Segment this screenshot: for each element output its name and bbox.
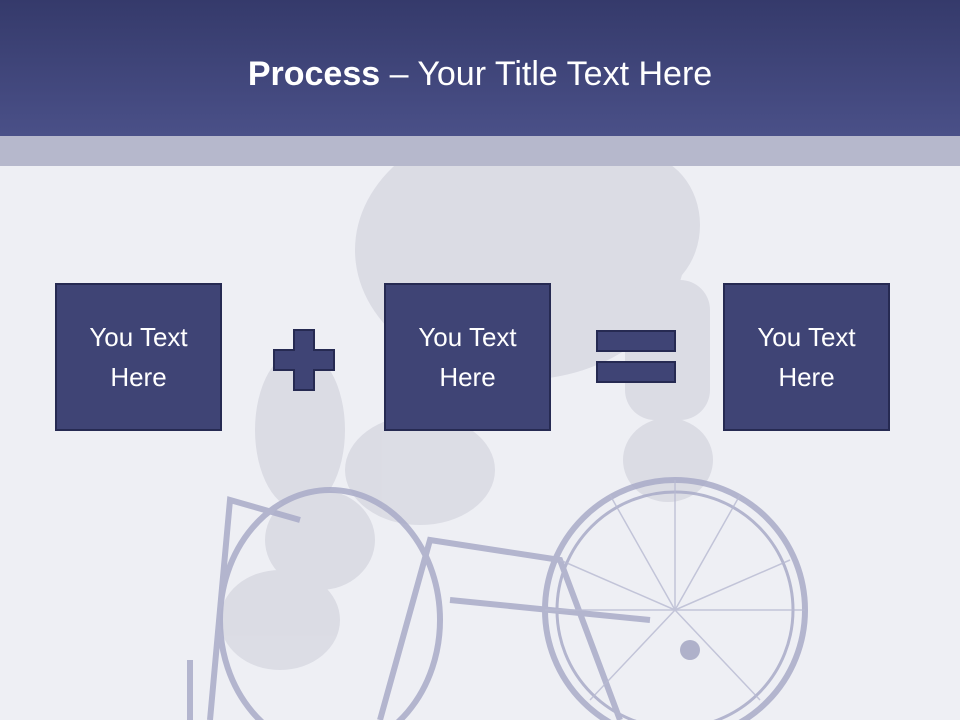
process-box-1: You Text Here (55, 283, 222, 431)
slide-title: Process – Your Title Text Here (0, 52, 960, 96)
process-box-2: You Text Here (384, 283, 551, 431)
equals-icon (596, 330, 676, 383)
title-bold: Process (247, 55, 381, 93)
process-box-3: You Text Here (723, 283, 890, 431)
title-underline-band (0, 136, 960, 166)
title-rest: – Your Title Text Here (380, 55, 713, 93)
process-box-1-text: You Text Here (89, 322, 188, 392)
process-box-3-text: You Text Here (757, 322, 856, 392)
plus-icon (273, 329, 335, 391)
title-bar: Process – Your Title Text Here (0, 0, 960, 136)
process-box-2-text: You Text Here (418, 322, 517, 392)
